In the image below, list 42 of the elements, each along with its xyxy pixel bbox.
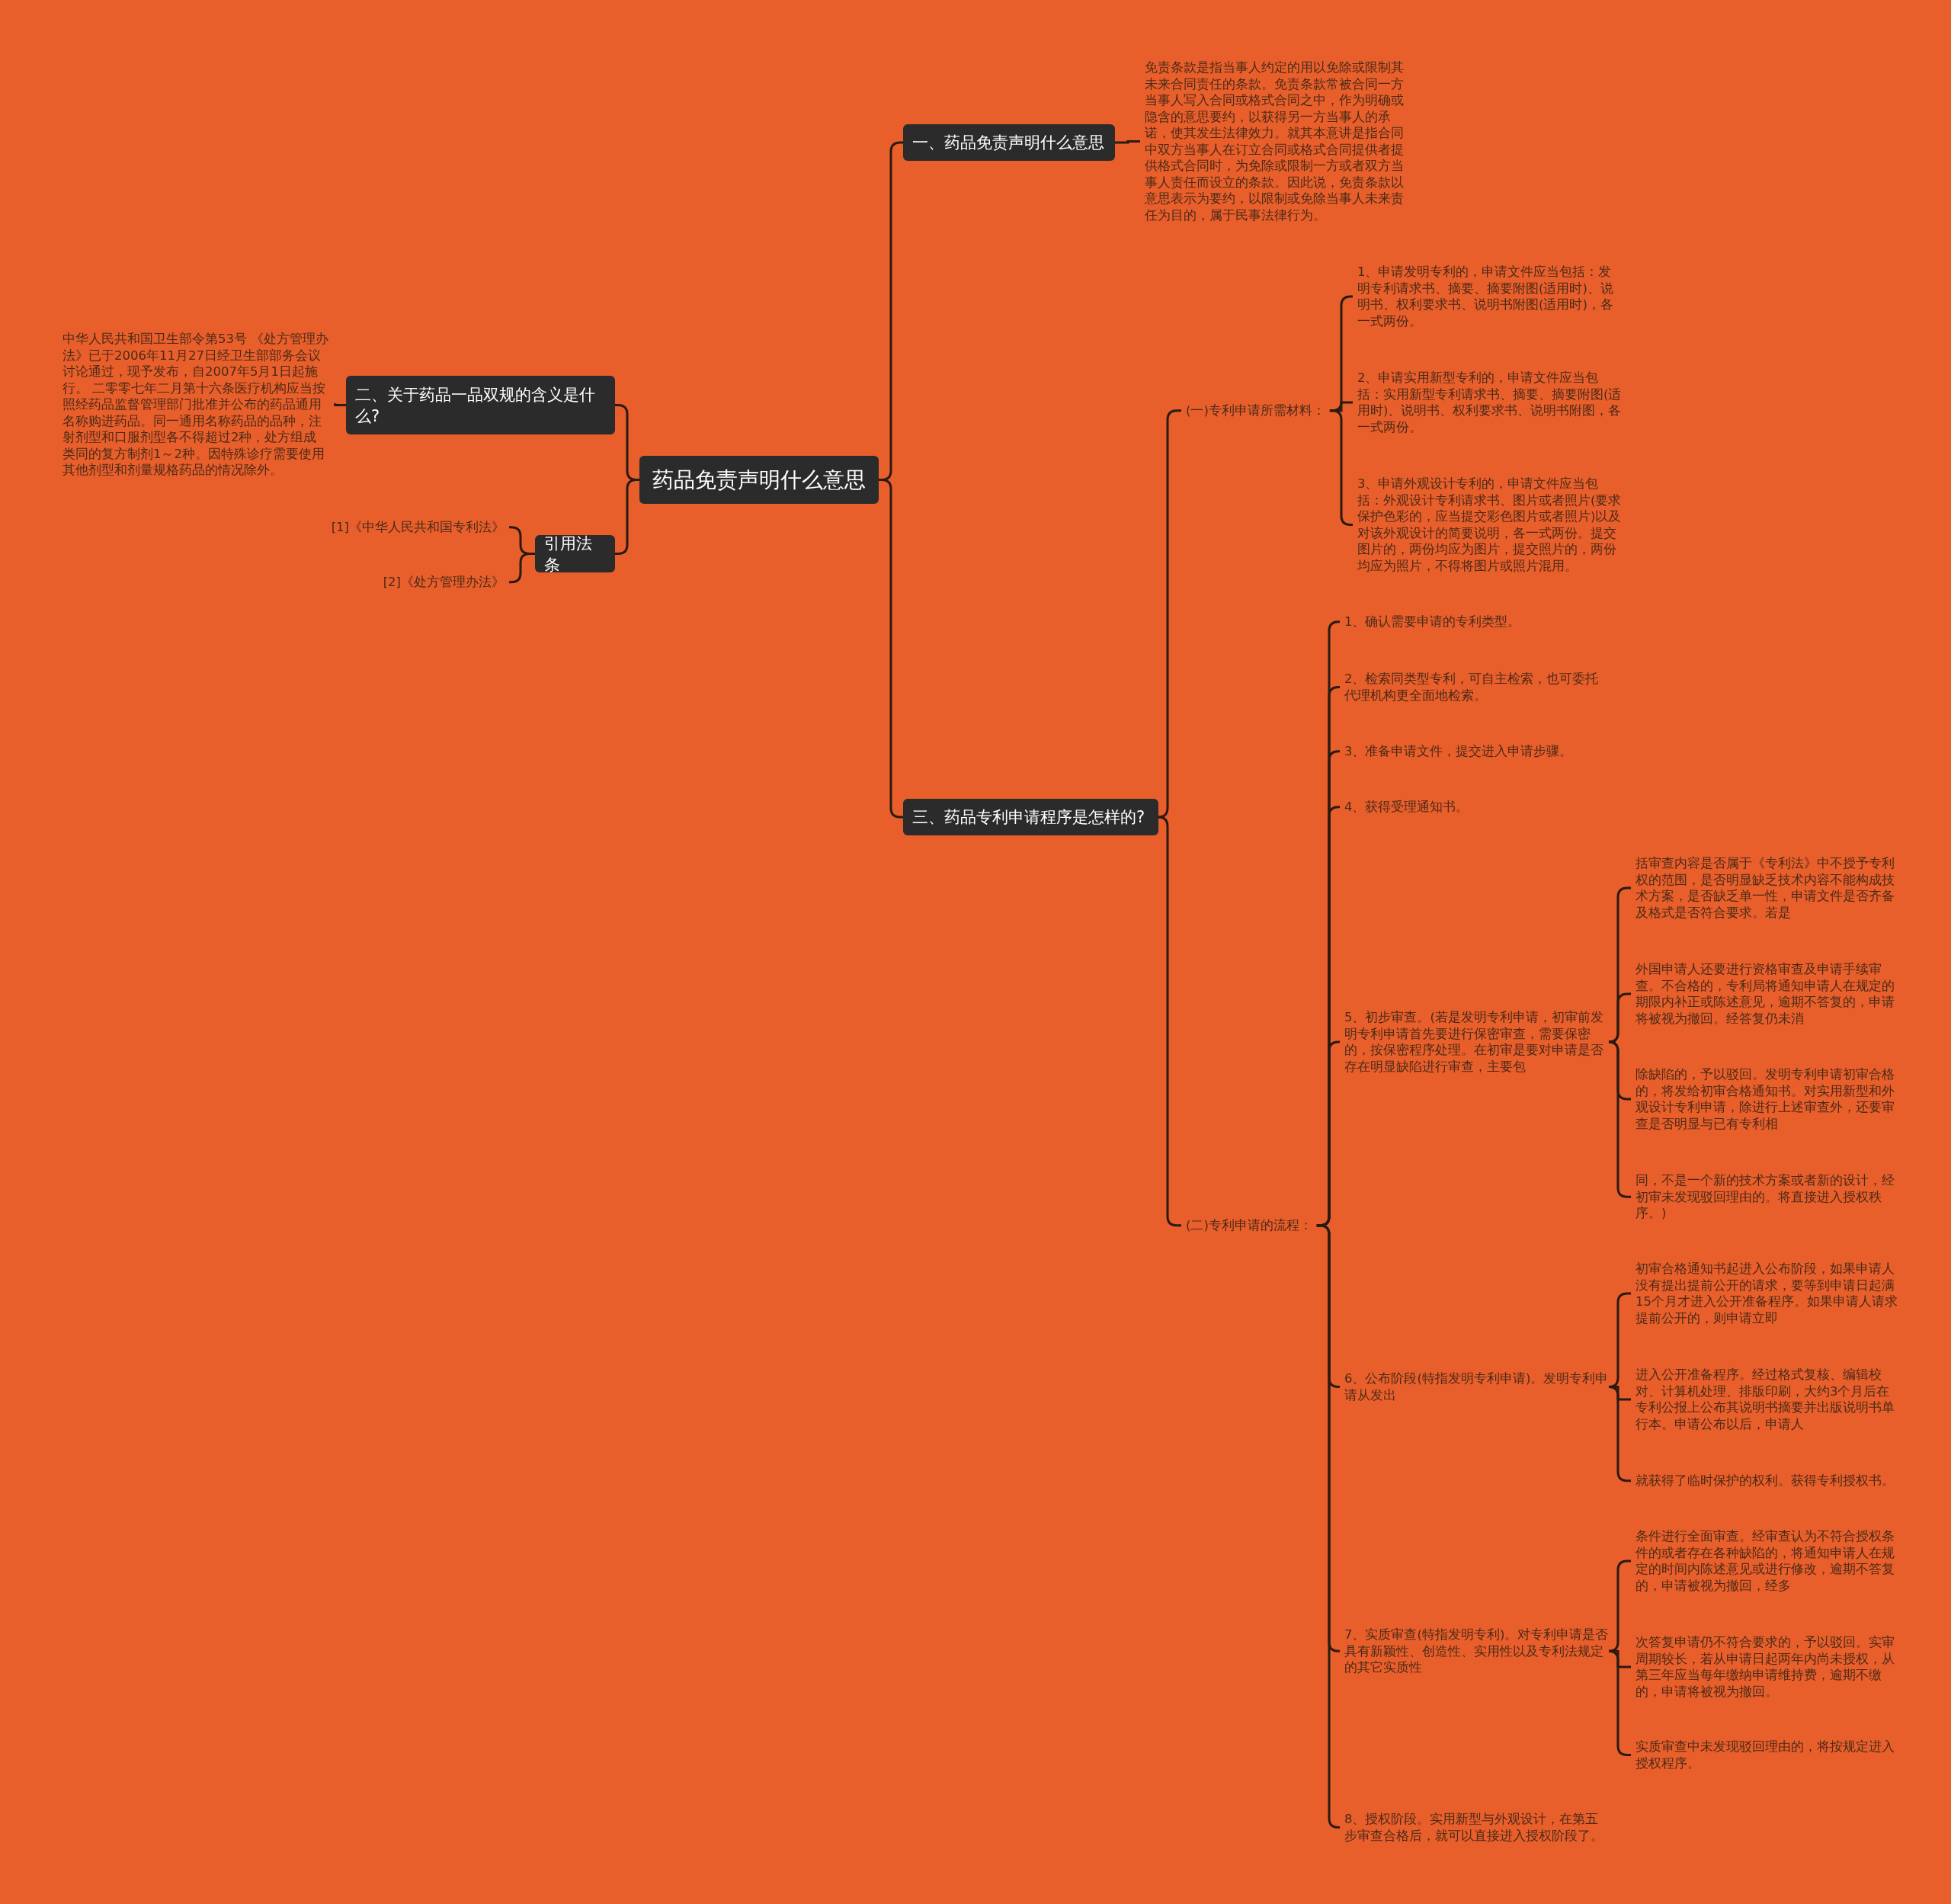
topic-box: 三、药品专利申请程序是怎样的? xyxy=(903,799,1158,835)
topic-text: 外国申请人还要进行资格审查及申请手续审查。不合格的，专利局将通知申请人在规定的期限内补正或陈述意见，逾期不答复的，申请将被视为撤回。经答复仍未消 xyxy=(1635,961,1902,1027)
topic-box: 一、药品免责声明什么意思 xyxy=(903,124,1115,161)
topic-text: 7、实质审查(特指发明专利)。对专利申请是否具有新颖性、创造性、实用性以及专利法规定的其它实质性 xyxy=(1344,1627,1611,1676)
topic-text: 次答复申请仍不符合要求的，予以驳回。实审周期较长，若从申请日起两年内尚未授权，从第三年应当每年缴纳申请维持费，逾期不缴的，申请将被视为撤回。 xyxy=(1635,1634,1902,1700)
topic-box: 引用法条 xyxy=(535,535,615,572)
topic-text: 1、申请发明专利的，申请文件应当包括：发明专利请求书、摘要、摘要附图(适用时)、说明书、权利要求书、说明书附图(适用时)，各一式两份。 xyxy=(1357,264,1624,329)
topic-text: 括审查内容是否属于《专利法》中不授予专利权的范围，是否明显缺乏技术内容不能构成技术方案，是否缺乏单一性，申请文件是否齐备及格式是否符合要求。若是 xyxy=(1635,855,1902,921)
topic-text: 5、初步审查。(若是发明专利申请，初审前发明专利申请首先要进行保密审查，需要保密的，按保密程序处理。在初审是要对申请是否存在明显缺陷进行审查，主要包 xyxy=(1344,1009,1611,1075)
topic-text: 2、检索同类型专利，可自主检索，也可委托代理机构更全面地检索。 xyxy=(1344,671,1611,704)
connector-line xyxy=(1157,816,1181,1227)
topic-box: 二、关于药品一品双规的含义是什么? xyxy=(346,376,615,434)
connector-line xyxy=(1607,1386,1631,1482)
connector-line xyxy=(1115,140,1140,144)
connector-line xyxy=(1607,992,1631,1043)
topic-text: (二)专利申请的流程： xyxy=(1186,1217,1312,1234)
topic-text: 1、确认需要申请的专利类型。 xyxy=(1344,614,1521,630)
topic-text: 中华人民共和国卫生部令第53号 《处方管理办法》已于2006年11月27日经卫生部部务会议讨论通过，现予发布，自2007年5月1日起施行。 二零零七年二月第十六条医疗机构应当按照经药品监督管理部门批准并公布的药品通用名称购进药品。同一通用名称药品的品种，注射剂型和口服剂型各不得超过2种，处方组成类同的复方制剂1～2种。因特殊诊疗需要使用其他剂型和剂量规格药品的情况除外。 xyxy=(62,331,329,479)
central-topic-box: 药品免责声明什么意思 xyxy=(639,456,879,504)
connector-line xyxy=(1616,1386,1631,1401)
topic-text: 同，不是一个新的技术方案或者新的设计，经初审未发现驳回理由的。将直接进入授权秩序。) xyxy=(1635,1172,1902,1222)
connector-line xyxy=(1316,1224,1341,1829)
topic-text: 条件进行全面审查。经审查认为不符合授权条件的或者存在各种缺陷的，将通知申请人在规定的时间内陈述意见或进行修改，逾期不答复的，申请被视为撤回，经多 xyxy=(1635,1528,1902,1594)
topic-text: 进入公开准备程序。经过格式复核、编辑校对、计算机处理、排版印刷，大约3个月后在专利公报上公布其说明书摘要并出版说明书单行本。申请公布以后，申请人 xyxy=(1635,1367,1902,1432)
topic-text: 初审合格通知书起进入公布阶段，如果申请人没有提出提前公开的请求，要等到申请日起满15个月才进入公开准备程序。如果申请人请求提前公开的，则申请立即 xyxy=(1635,1261,1902,1326)
topic-text: 3、准备申请文件，提交进入申请步骤。 xyxy=(1344,743,1573,760)
topic-text: 实质审查中未发现驳回理由的，将按规定进入授权程序。 xyxy=(1635,1739,1902,1771)
topic-text: 除缺陷的，予以驳回。发明专利申请初审合格的，将发给初审合格通知书。对实用新型和外观设计专利申请，除进行上述审查外，还要审查是否明显与已有专利相 xyxy=(1635,1066,1902,1132)
topic-text: 免责条款是指当事人约定的用以免除或限制其未来合同责任的条款。免责条款常被合同一方当事人写入合同或格式合同之中，作为明确或隐含的意思要约，以获得另一方当事人的承诺，使其发生法律效力。就其本意讲是指合同中双方当事人在订立合同或格式合同提供者提供格式合同时，为免除或限制一方或者双方当事人责任而设立的条款。因此说，免责条款以意思表示为要约，以限制或免除当事人未来责任为目的，属于民事法律行为。 xyxy=(1145,59,1411,223)
topic-text: [2]《处方管理办法》 xyxy=(383,574,505,591)
topic-text: 3、申请外观设计专利的，申请文件应当包括：外观设计专利请求书、图片或者照片(要求保护色彩的，应当提交彩色图片或者照片)以及对该外观设计的简要说明，各一式两份。提交图片的，两份均应为图片，提交照片的，两份均应为照片，不得将图片或照片混用。 xyxy=(1357,476,1624,574)
topic-text: 6、公布阶段(特指发明专利申请)。发明专利申请从发出 xyxy=(1344,1370,1611,1403)
topic-text: 8、授权阶段。实用新型与外观设计，在第五步审查合格后，就可以直接进入授权阶段了。 xyxy=(1344,1811,1611,1844)
topic-text: 2、申请实用新型专利的，申请文件应当包括：实用新型专利请求书、摘要、摘要附图(适用时)、说明书、权利要求书、说明书附图，各一式两份。 xyxy=(1357,370,1624,435)
topic-text: [1]《中华人民共和国专利法》 xyxy=(331,519,505,536)
topic-text: 就获得了临时保护的权利。获得专利授权书。 xyxy=(1635,1473,1895,1489)
connector-line xyxy=(1616,1649,1631,1668)
connector-line xyxy=(1157,409,1181,819)
topic-text: 4、获得受理通知书。 xyxy=(1344,799,1469,816)
connector-line xyxy=(333,403,346,406)
topic-text: (一)专利申请所需材料： xyxy=(1186,402,1325,419)
connector-line xyxy=(509,553,535,584)
